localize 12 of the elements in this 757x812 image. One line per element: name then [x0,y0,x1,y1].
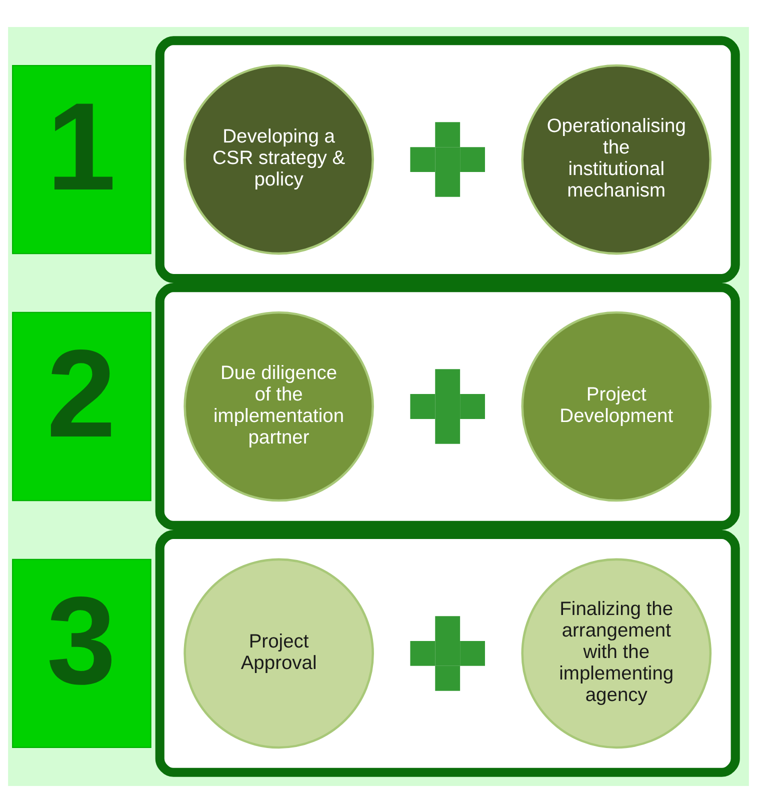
cluster [155,282,740,530]
node-circle: Project Development [521,310,712,502]
node-circle: Developing a CSR strategy & policy [184,64,374,254]
cluster [155,36,740,283]
node-circle: Due diligence of the implementation partner [184,310,374,502]
node-circle: Operationalising the institutional mechanism [521,64,712,254]
node-box: 3 [12,558,152,748]
node-circle: Finalizing the arrangement with the implementing agency [521,558,712,748]
node-box: 1 [12,64,152,254]
node-circle: Project Approval [184,558,374,748]
cluster [155,529,740,776]
node-box: 2 [12,311,152,501]
